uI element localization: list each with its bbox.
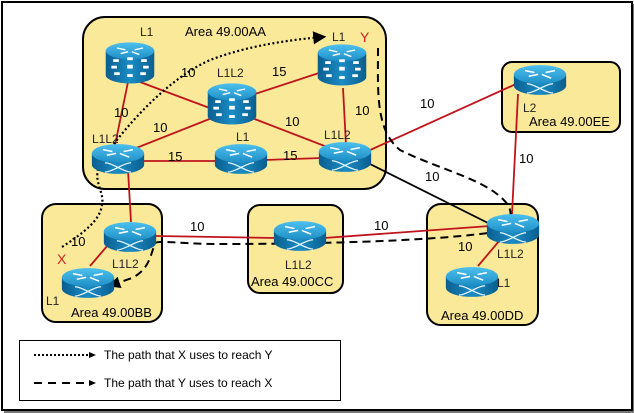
dotted-arrow-icon xyxy=(34,352,96,358)
legend-label-dashed: The path that Y uses to reach X xyxy=(104,376,273,390)
area-label-cc: Area 49.00CC xyxy=(251,274,333,289)
link-cc-dd xyxy=(323,225,491,239)
cost-label: 10 xyxy=(153,120,167,135)
router-label: L1 xyxy=(497,276,511,290)
router-aa-y[interactable] xyxy=(316,43,368,87)
router-aa-mid[interactable] xyxy=(206,82,258,126)
legend-label-dotted: The path that X uses to reach Y xyxy=(104,348,273,362)
path-y-to-x-dashed xyxy=(108,47,512,289)
router-label: L1 xyxy=(332,30,346,44)
router-label: L2 xyxy=(523,101,537,115)
link-aa-right-ee xyxy=(367,83,517,152)
link-aa-top-left-aa-left xyxy=(113,81,129,151)
link-aa-left-aa-mid xyxy=(125,117,213,153)
cost-label: 10 xyxy=(420,96,434,111)
cost-label: 10 xyxy=(285,114,299,129)
legend-item-dashed: The path that Y uses to reach X xyxy=(34,375,272,391)
cost-label: 10 xyxy=(114,105,128,120)
router-dd-l1l2[interactable] xyxy=(486,213,540,245)
router-label: L1L2 xyxy=(324,128,351,142)
link-aa-right-dd xyxy=(367,162,491,225)
router-dd-l1[interactable] xyxy=(445,266,499,298)
link-aa-mid-aa-y xyxy=(251,71,323,96)
legend-item-dotted: The path that X uses to reach Y xyxy=(34,347,273,363)
router-label: L1L2 xyxy=(92,132,119,146)
router-label: L1 xyxy=(140,25,154,39)
router-aa-right[interactable] xyxy=(318,141,372,173)
cost-label: 10 xyxy=(355,103,369,118)
cost-label: 10 xyxy=(374,218,388,233)
area-label-aa: Area 49.00AA xyxy=(185,24,266,39)
cost-label: 10 xyxy=(181,65,195,80)
router-cc-l1l2[interactable] xyxy=(273,220,327,252)
router-aa-top-left[interactable] xyxy=(104,41,156,85)
router-label: L1L2 xyxy=(285,258,312,272)
link-aa-mid-aa-right xyxy=(251,117,336,151)
link-aa-top-left-aa-mid xyxy=(139,81,216,111)
area-label-dd: Area 49.00DD xyxy=(441,308,523,323)
area-label-bb: Area 49.00BB xyxy=(71,305,152,320)
legend: The path that X uses to reach Y The path… xyxy=(19,340,341,401)
cost-label: 10 xyxy=(425,169,439,184)
cost-label: 10 xyxy=(458,239,472,254)
router-bb-l1l2[interactable] xyxy=(103,221,157,253)
area-label-ee: Area 49.00EE xyxy=(529,114,610,129)
router-label: L1L2 xyxy=(217,66,244,80)
link-ee-dd xyxy=(511,93,519,215)
marker-x: X xyxy=(57,251,67,267)
cost-label: 15 xyxy=(272,64,286,79)
link-dd-l1l2-dd-l1 xyxy=(477,239,501,267)
router-label: L1L2 xyxy=(497,247,524,261)
link-aa-bottom-mid-aa-right xyxy=(263,157,323,161)
link-bb-cc xyxy=(155,235,277,239)
link-aa-left-bb xyxy=(127,169,132,223)
marker-y: Y xyxy=(360,29,370,45)
router-ee-l2[interactable] xyxy=(513,64,567,96)
router-label: L1 xyxy=(236,130,250,144)
router-label: L1 xyxy=(46,294,60,308)
cost-label: 15 xyxy=(168,149,182,164)
router-aa-bottom-mid[interactable] xyxy=(214,143,268,175)
path-x-to-y-dotted xyxy=(61,31,327,248)
router-aa-left[interactable] xyxy=(91,143,145,175)
router-label: L1L2 xyxy=(112,257,139,271)
router-bb-x[interactable] xyxy=(61,267,115,299)
cost-label: 10 xyxy=(519,151,533,166)
link-aa-y-aa-right xyxy=(342,87,347,146)
cost-label: 10 xyxy=(190,219,204,234)
cost-label: 15 xyxy=(283,148,297,163)
dashed-arrow-icon xyxy=(34,380,96,386)
cost-label: 10 xyxy=(71,234,85,249)
